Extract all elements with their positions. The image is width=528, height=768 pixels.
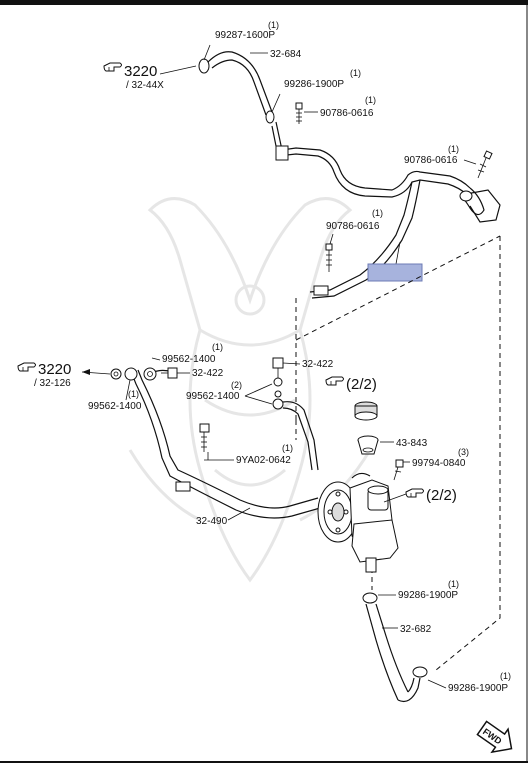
hose-32-682[interactable] [362, 592, 428, 703]
label-32-422-a[interactable]: 32-422 [192, 368, 224, 379]
label-90786-0616-b[interactable]: 90786-0616 [404, 155, 458, 166]
dashed-guides [295, 235, 501, 671]
label-32-422-b[interactable]: 32-422 [302, 359, 334, 370]
hose-clamp-pump[interactable] [362, 592, 378, 604]
union-upper[interactable] [272, 357, 319, 471]
label-99286-1900p-a[interactable]: 99286-1900P [284, 79, 344, 90]
hose-32-490[interactable] [131, 369, 321, 519]
power-steering-pump[interactable] [317, 472, 399, 573]
ref-3220-top[interactable]: 3220 / 32-44X [103, 62, 197, 91]
qty-90786-b: (1) [448, 144, 459, 154]
pointing-hand-icon [325, 376, 344, 386]
ref-3220-top-sub: / 32-44X [126, 80, 164, 91]
pipe-bracket-lower[interactable] [313, 285, 329, 296]
label-99562-1400-a[interactable]: 99562-1400 [162, 354, 216, 365]
label-43-843[interactable]: 43-843 [396, 438, 428, 449]
qty-99286-b: (1) [448, 579, 459, 589]
label-99562-1400-b[interactable]: 99562-1400 [186, 391, 240, 402]
bolt-99794-0840[interactable] [393, 459, 404, 481]
hose-clamp-mid[interactable] [265, 110, 275, 124]
label-32-490[interactable]: 32-490 [196, 516, 228, 527]
qty-99562-c: (1) [128, 389, 139, 399]
union-left[interactable] [110, 367, 178, 381]
ref-3220-left-label: 3220 [38, 361, 71, 378]
label-90786-0616-a[interactable]: 90786-0616 [320, 108, 374, 119]
ref-2-2-reservoir[interactable]: (2/2) [325, 376, 377, 393]
pointing-hand-icon [17, 362, 36, 372]
pipe-clamp-right[interactable] [459, 190, 473, 202]
hose-clamp-end[interactable] [412, 666, 428, 678]
pointing-hand-icon [103, 62, 122, 72]
highlight-leader [395, 241, 401, 265]
ref-2-2-pump-label: (2/2) [426, 487, 457, 504]
ref-3220-left[interactable]: 3220 / 32-126 [17, 361, 111, 389]
reservoir-cap[interactable] [354, 401, 378, 421]
label-90786-0616-c[interactable]: 90786-0616 [326, 221, 380, 232]
qty-9ya02: (1) [282, 443, 293, 453]
qty-99286-c: (1) [500, 671, 511, 681]
qty-90786-a: (1) [365, 95, 376, 105]
label-99287-1600p[interactable]: 99287-1600P [215, 30, 275, 41]
top-border [0, 0, 528, 5]
pipe-bracket-top[interactable] [275, 145, 289, 161]
fwd-arrow-icon: FWD [476, 720, 513, 754]
pointing-hand-icon [405, 488, 424, 498]
bolt-90786-0616-a[interactable] [295, 102, 303, 124]
label-32-682[interactable]: 32-682 [400, 624, 432, 635]
label-9ya02-0642[interactable]: 9YA02-0642 [236, 455, 291, 466]
hose-clamp-top[interactable] [198, 58, 210, 74]
qty-99562-a: (1) [212, 342, 223, 352]
qty-90786-c: (1) [372, 208, 383, 218]
ref-3220-top-label: 3220 [124, 63, 157, 80]
reservoir-filter-43-843[interactable] [357, 435, 379, 455]
leader-lines [125, 44, 477, 689]
bolt-90786-0616-b[interactable] [477, 150, 493, 179]
qty-99287: (1) [268, 20, 279, 30]
label-99562-1400-c[interactable]: 99562-1400 [88, 401, 142, 412]
pressure-pipe-upper[interactable] [271, 121, 501, 299]
hose-32-684[interactable] [198, 51, 275, 124]
highlighted-part-callout[interactable] [367, 263, 423, 282]
label-99794-0840[interactable]: 99794-0840 [412, 458, 466, 469]
ref-3220-left-sub: / 32-126 [34, 378, 71, 389]
bolt-9ya02-0642[interactable] [199, 423, 210, 452]
qty-99286-a: (1) [350, 68, 361, 78]
label-32-684[interactable]: 32-684 [270, 49, 302, 60]
line-bracket-left[interactable] [175, 481, 191, 492]
qty-99794: (3) [458, 447, 469, 457]
part-labels: (1) 99287-1600P 32-684 (1) 99286-1900P (… [88, 20, 511, 694]
ref-2-2-pump[interactable]: (2/2) [405, 487, 457, 504]
qty-99562-b: (2) [231, 380, 242, 390]
label-99286-1900p-b[interactable]: 99286-1900P [398, 590, 458, 601]
bolt-90786-0616-c[interactable] [325, 243, 333, 272]
ref-2-2-reservoir-label: (2/2) [346, 376, 377, 393]
label-99286-1900p-c[interactable]: 99286-1900P [448, 683, 508, 694]
